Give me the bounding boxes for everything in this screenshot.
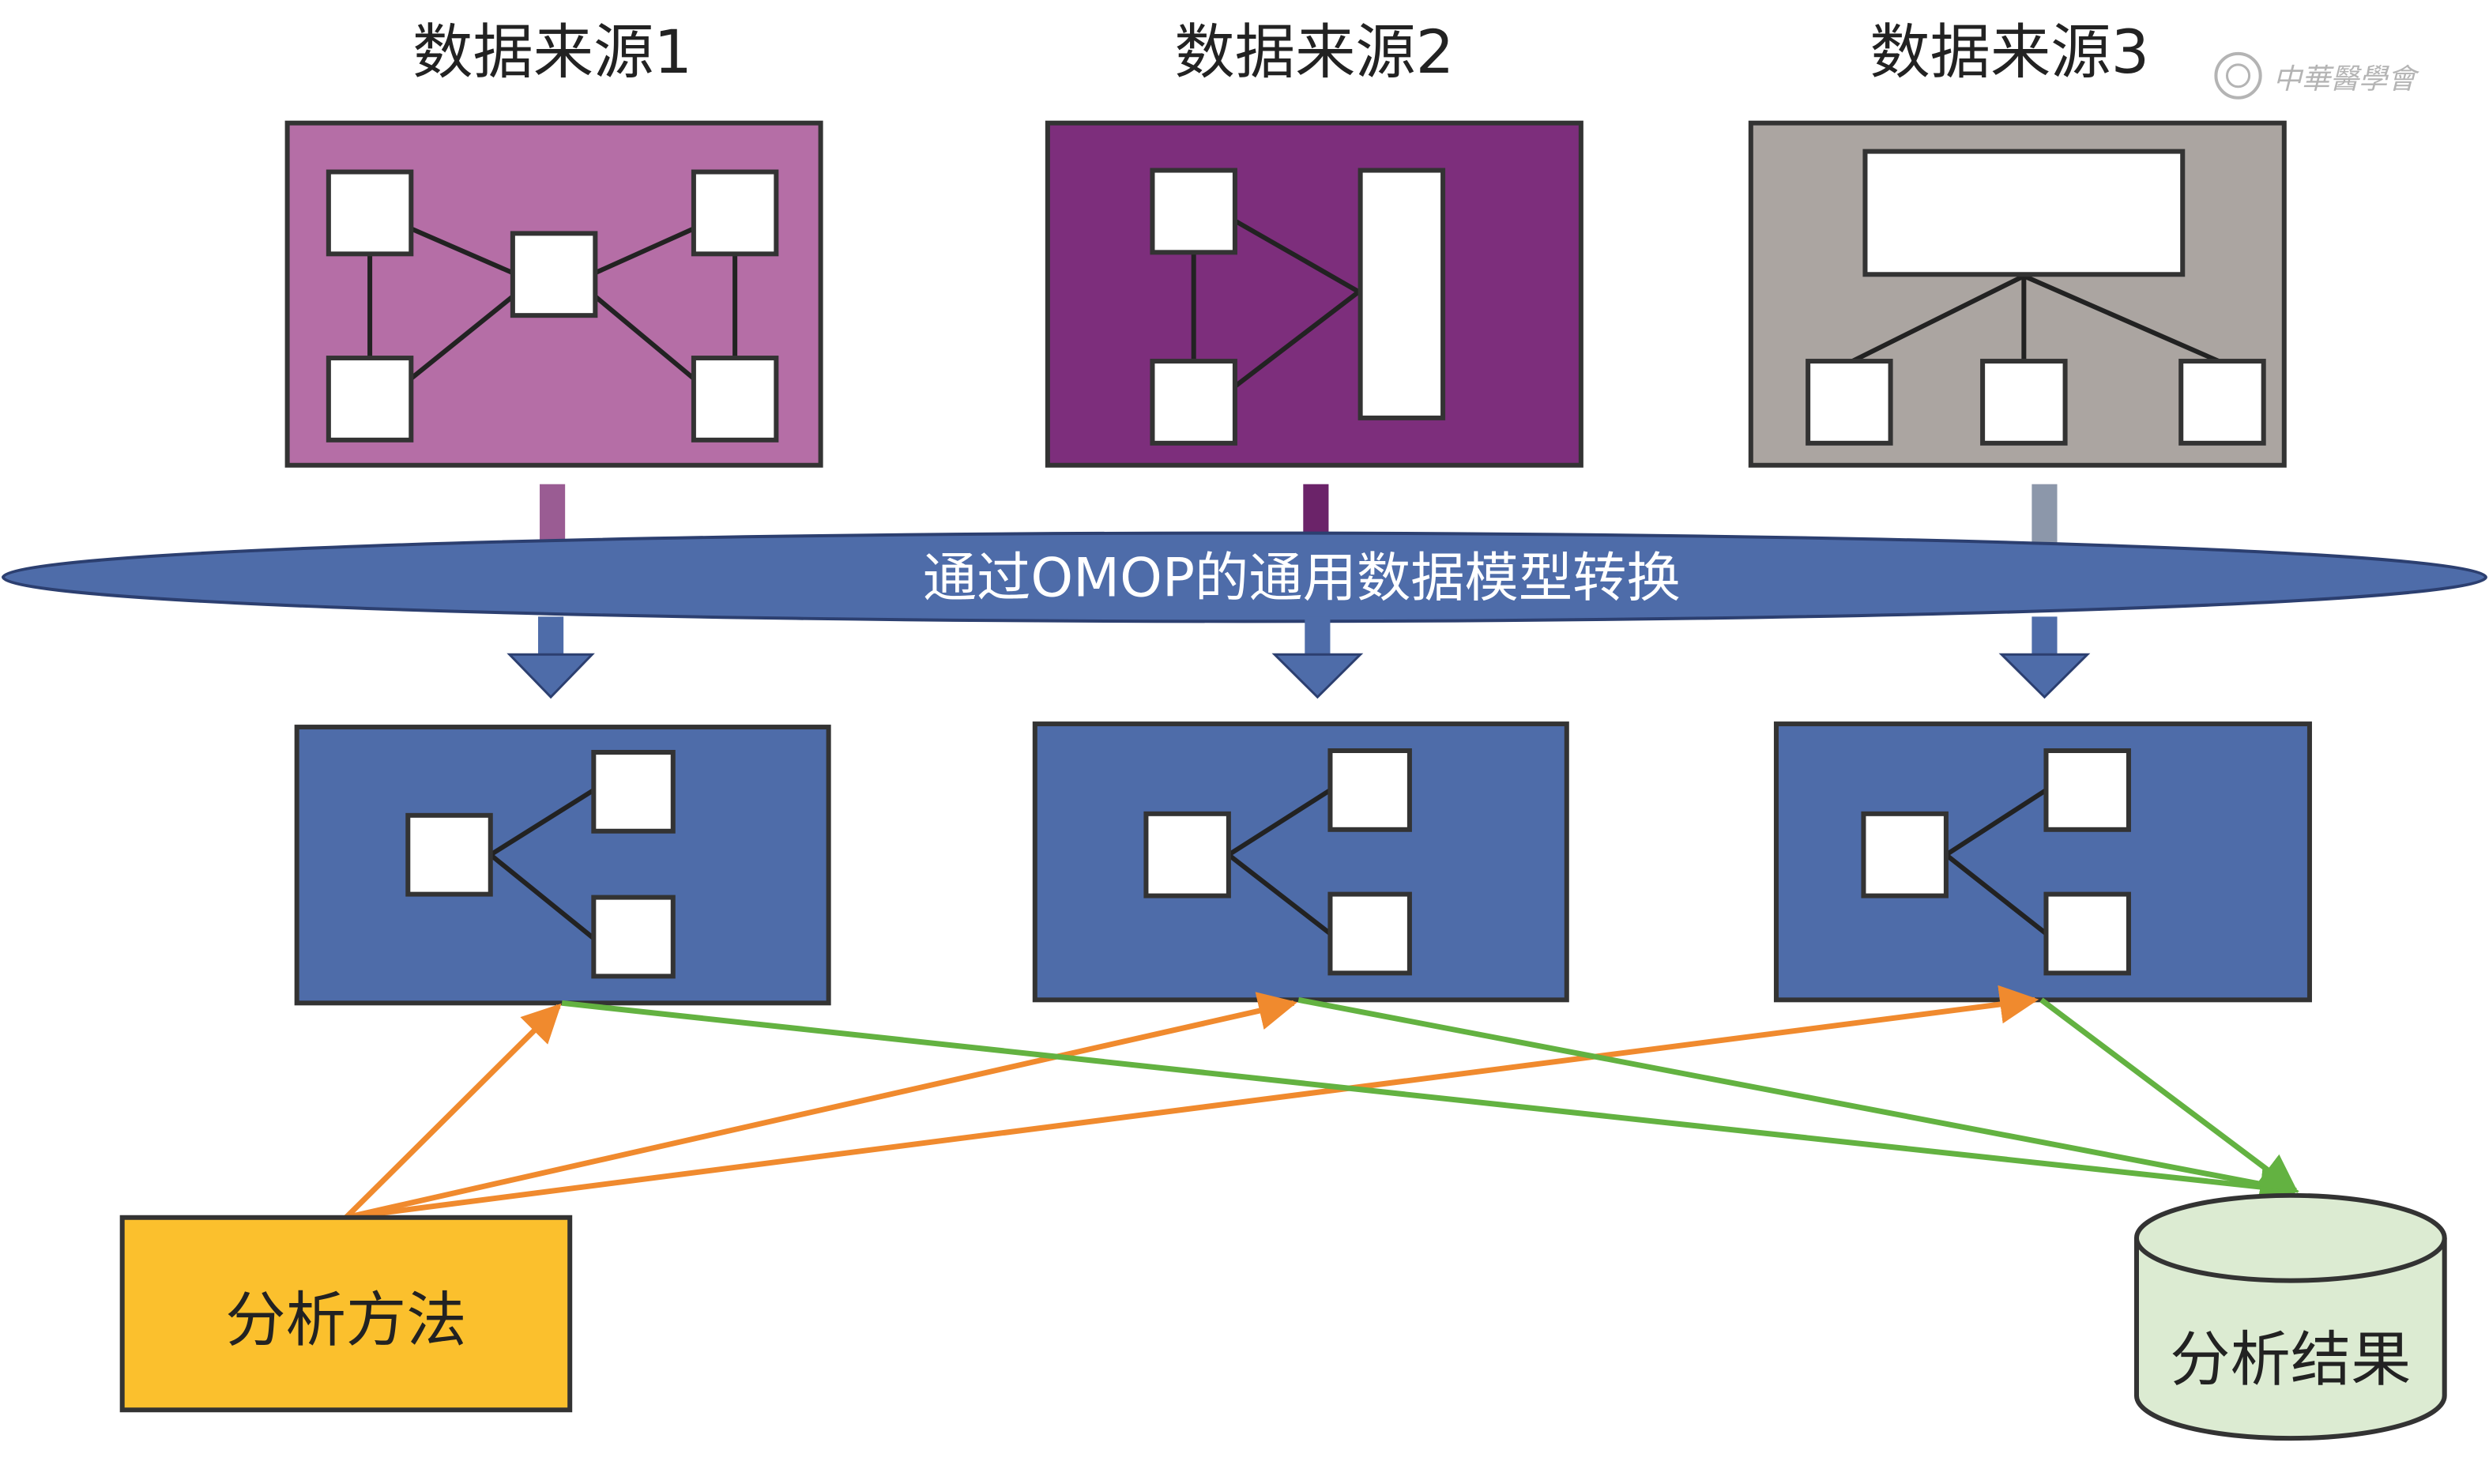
method-arrow-2 bbox=[345, 992, 1298, 1221]
table-node bbox=[1327, 748, 1412, 832]
table-node bbox=[1327, 891, 1412, 976]
table-node bbox=[1143, 811, 1231, 898]
down-arrow-1 bbox=[506, 616, 595, 699]
down-arrow-2 bbox=[1271, 616, 1364, 699]
method-arrow-1 bbox=[344, 1003, 562, 1220]
table-node bbox=[591, 750, 676, 834]
table-node bbox=[510, 231, 598, 318]
result-arrow-1 bbox=[561, 1000, 2299, 1207]
cdm-box-1 bbox=[294, 725, 831, 1006]
table-node bbox=[691, 356, 779, 443]
analysis-result-label: 分析结果 bbox=[2170, 1324, 2411, 1395]
source-2-panel bbox=[1045, 120, 1583, 468]
table-node bbox=[1150, 168, 1237, 255]
table-node bbox=[326, 169, 414, 257]
analysis-method-label: 分析方法 bbox=[225, 1285, 466, 1355]
source-1-title: 数据来源1 bbox=[412, 17, 692, 87]
omop-transform-ellipse bbox=[2, 531, 2487, 623]
table-node bbox=[1980, 359, 2068, 446]
table-node bbox=[1862, 149, 2186, 277]
down-arrow-3 bbox=[1998, 616, 2091, 699]
table-node bbox=[591, 895, 676, 979]
source-3-title: 数据来源3 bbox=[1870, 17, 2149, 87]
table-node bbox=[2043, 748, 2131, 832]
table-node bbox=[1861, 811, 1949, 898]
source-2-box bbox=[1045, 120, 1583, 468]
result-arrow-2 bbox=[1297, 996, 2299, 1203]
svg-text:中華醫學會: 中華醫學會 bbox=[2273, 63, 2420, 96]
analysis-result-database: 分析结果 bbox=[2133, 1192, 2447, 1441]
table-node bbox=[1806, 359, 1893, 446]
cdm-box-3 bbox=[1773, 721, 2312, 1003]
transform-label: 通过OMOP的通用数据模型转换 bbox=[923, 548, 1681, 610]
table-node bbox=[405, 812, 493, 897]
source-1-connector bbox=[540, 484, 566, 548]
source-2-title: 数据来源2 bbox=[1174, 17, 1454, 87]
analysis-method-box: 分析方法 bbox=[119, 1215, 573, 1413]
source-3-connector bbox=[2031, 484, 2058, 548]
table-node bbox=[2043, 891, 2131, 976]
table-node bbox=[1357, 168, 1446, 420]
table-node bbox=[326, 356, 414, 443]
source-3-box bbox=[1748, 120, 2287, 468]
method-arrow-3 bbox=[345, 985, 2039, 1221]
table-node bbox=[2178, 359, 2266, 446]
source-1-box bbox=[284, 120, 823, 468]
watermark-logo: 中華醫學會 bbox=[2214, 51, 2420, 100]
table-node bbox=[1150, 359, 1237, 446]
cdm-box-2 bbox=[1032, 721, 1569, 1003]
result-arrow-3 bbox=[2039, 997, 2299, 1193]
table-node bbox=[691, 169, 779, 257]
